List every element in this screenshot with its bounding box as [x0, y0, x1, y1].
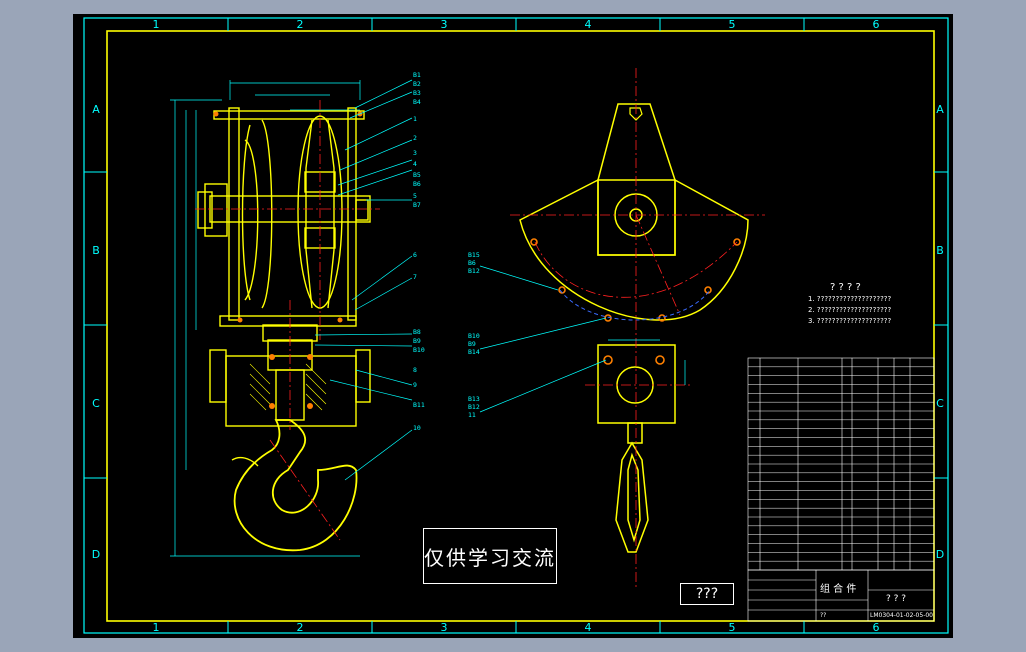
callout: 11 [468, 411, 476, 419]
row-label: D [936, 548, 944, 561]
callout: B12 [468, 267, 480, 275]
callout: 10 [413, 424, 421, 432]
question-box: ??? [680, 583, 734, 605]
callout: B2 [413, 80, 421, 88]
col-label: 4 [585, 621, 592, 634]
callout: B3 [413, 89, 421, 97]
col-label: 6 [873, 621, 880, 634]
callout: 6 [413, 251, 417, 259]
callout: B7 [413, 201, 421, 209]
callout: 1 [413, 115, 417, 123]
row-label: A [92, 103, 100, 116]
notes-line: 1. ???????????????????? [808, 295, 891, 303]
drawing-number: LM0304-01-02-05-00 [870, 612, 933, 619]
col-label: 1 [153, 621, 160, 634]
grid-ticks [84, 18, 948, 633]
notes-line: 2. ???????????????????? [808, 306, 891, 314]
parts-rows [748, 366, 934, 562]
callout: 2 [413, 134, 417, 142]
col-label: 4 [585, 18, 592, 31]
row-label: B [936, 244, 944, 257]
col-label: 6 [873, 18, 880, 31]
callout: 9 [413, 381, 417, 389]
col-label: 5 [729, 621, 736, 634]
notes-title: ? ? ? ? [830, 282, 861, 293]
title-block [747, 569, 935, 622]
col-label: 3 [441, 18, 448, 31]
callout: B4 [413, 98, 421, 106]
col-label: 3 [441, 621, 448, 634]
grid-labels: 1 2 3 4 5 6 1 2 3 4 5 6 A B C D A B C D [92, 18, 944, 634]
callout: 3 [413, 149, 417, 157]
inner-frame [106, 30, 935, 622]
sector-guard [519, 179, 749, 321]
callout: B13 [468, 395, 480, 403]
callout: B6 [468, 259, 476, 267]
callout: B5 [413, 171, 421, 179]
callout: B11 [413, 401, 425, 409]
callout: B14 [468, 348, 480, 356]
technical-notes: ? ? ? ? 1. ???????????????????? 2. ?????… [808, 282, 891, 325]
row-label: A [936, 103, 944, 116]
callout: B12 [468, 403, 480, 411]
row-label: B [92, 244, 100, 257]
col-label: 2 [297, 621, 304, 634]
callout: 5 [413, 192, 417, 200]
callout: B15 [468, 251, 480, 259]
side-plate-left [228, 107, 240, 321]
callout: 7 [413, 273, 417, 281]
callout: B1 [413, 71, 421, 79]
row-label: C [936, 397, 944, 410]
col-label: 2 [297, 18, 304, 31]
drawing-title: ? ? ? [886, 594, 906, 604]
notes-line: 3. ???????????????????? [808, 317, 891, 325]
part-label: ?? [820, 612, 826, 619]
watermark-label: 仅供学习交流 [423, 528, 557, 584]
hook [233, 419, 358, 552]
callout: 4 [413, 160, 417, 168]
row-label: C [92, 397, 100, 410]
callout: B6 [413, 180, 421, 188]
col-label: 5 [729, 18, 736, 31]
assembly-name: 组 合 件 [820, 582, 856, 595]
callout: B10 [468, 332, 480, 340]
hook-front [615, 441, 649, 553]
col-label: 1 [153, 18, 160, 31]
left-view: B1 B2 B3 B4 1 2 3 4 B5 B6 5 B7 6 7 B8 B9… [170, 71, 425, 557]
right-view: B15 B6 B12 B10 B9 B14 B13 B12 11 [468, 68, 765, 590]
row-label: D [92, 548, 100, 561]
callout: B8 [413, 328, 421, 336]
callout: B9 [413, 337, 421, 345]
lower-crossbar [219, 315, 357, 327]
callout: B10 [413, 346, 425, 354]
callout: B9 [468, 340, 476, 348]
callout: 8 [413, 366, 417, 374]
